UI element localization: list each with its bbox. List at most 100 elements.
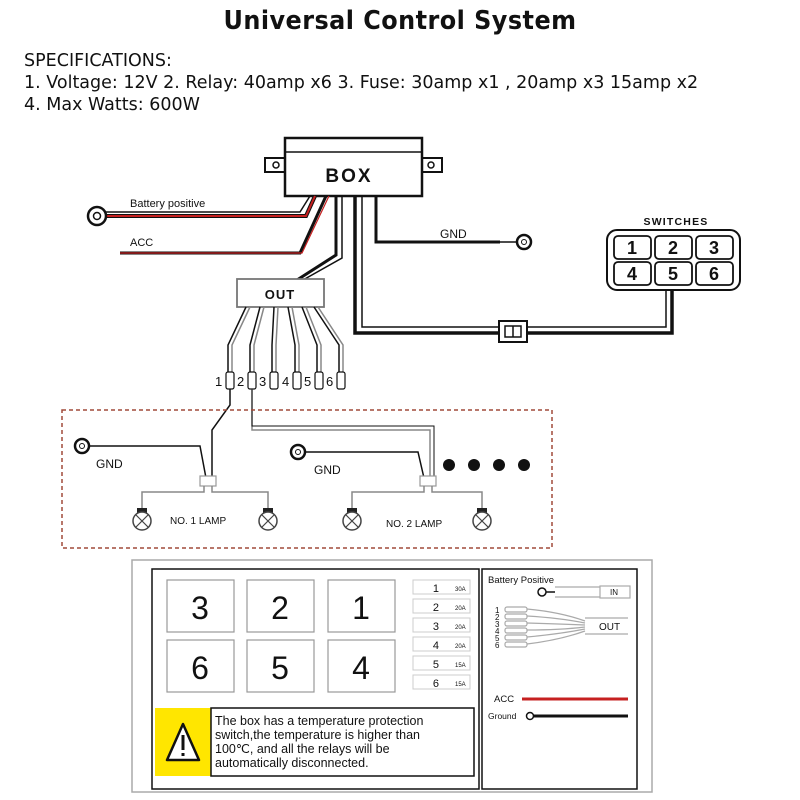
lamp-group-1: GND NO. 1 LAMP	[73, 437, 278, 531]
svg-text:6: 6	[191, 650, 209, 686]
switch-key-1: 1	[613, 235, 652, 260]
svg-text:1: 1	[215, 374, 222, 389]
warning-box: The box has a temperature protection swi…	[155, 707, 475, 777]
box-label: BOX	[325, 166, 372, 187]
control-box: BOX	[264, 136, 443, 198]
svg-text:1: 1	[433, 583, 439, 595]
svg-text:5: 5	[495, 634, 500, 643]
svg-text:20A: 20A	[455, 606, 466, 612]
output-terminals	[225, 371, 346, 390]
svg-text:2: 2	[433, 602, 439, 614]
box-gnd-wire: GND	[374, 196, 533, 251]
panel-key: 5	[246, 639, 315, 693]
panel-key: 2	[246, 579, 315, 633]
panel-battery-positive: Battery Positive	[488, 575, 554, 586]
svg-text:3: 3	[709, 238, 719, 258]
panel-keys: 3 2 1 6 5 4	[166, 579, 396, 693]
out-connector: OUT	[236, 278, 325, 308]
svg-text:2: 2	[237, 374, 244, 389]
svg-text:1: 1	[352, 590, 370, 626]
svg-text:2: 2	[668, 238, 678, 258]
svg-text:3: 3	[259, 374, 266, 389]
svg-text:15A: 15A	[455, 682, 466, 688]
svg-text:5: 5	[668, 264, 678, 284]
svg-text:5: 5	[433, 659, 439, 671]
gnd-label-lamp-2: GND	[314, 463, 341, 477]
harness-diagram: Battery Positive IN 1 2 3 4 5 6 OUT ACC	[488, 575, 631, 721]
more-dots	[443, 459, 530, 471]
fuse-row: 4 20A	[412, 636, 471, 652]
acc-label: ACC	[130, 237, 153, 249]
lamp-group-2: GND NO. 2 LAMP	[289, 443, 492, 531]
warning-line-2: switch,the temperature is higher than	[215, 728, 420, 742]
lamp-icon	[472, 508, 492, 531]
svg-text:2: 2	[271, 590, 289, 626]
panel-key: 6	[166, 639, 235, 693]
output-numbers: 1 2 3 4 5 6	[215, 374, 333, 389]
lamp-icon	[258, 508, 278, 531]
switch-key-3: 3	[695, 235, 734, 260]
harness-numbers: 1 2 3 4 5 6	[495, 606, 500, 650]
panel-key: 3	[166, 579, 235, 633]
warning-line-3: 100℃, and all the relays will be	[215, 742, 390, 756]
spec-line-2: 4. Max Watts: 600W	[24, 95, 200, 115]
fuse-row: 1 30A	[412, 579, 471, 595]
svg-text:20A: 20A	[455, 625, 466, 631]
switch-key-4: 4	[613, 261, 652, 286]
gnd-label-lamp-1: GND	[96, 457, 123, 471]
svg-text:3: 3	[433, 621, 439, 633]
svg-text:1: 1	[627, 238, 637, 258]
warning-line-1: The box has a temperature protection	[215, 714, 424, 728]
svg-text:2: 2	[495, 613, 500, 622]
switch-key-6: 6	[695, 261, 734, 286]
battery-acc-wires: Battery positive ACC	[86, 195, 330, 255]
svg-text:4: 4	[495, 627, 500, 636]
svg-text:30A: 30A	[455, 587, 466, 593]
switch-cable	[353, 196, 674, 343]
panel-acc-label: ACC	[494, 694, 514, 705]
svg-text:4: 4	[282, 374, 289, 389]
fuse-list: 1 30A 2 20A 3 20A 4 20A 5 15A 6 15A	[412, 579, 471, 690]
panel-in-label: IN	[610, 588, 618, 597]
svg-text:1: 1	[495, 606, 500, 615]
warning-line-4: automatically disconnected.	[215, 756, 369, 770]
panel-key: 4	[327, 639, 396, 693]
switch-key-2: 2	[654, 235, 693, 260]
switch-key-5: 5	[654, 261, 693, 286]
svg-text:4: 4	[433, 640, 439, 652]
output-wires	[227, 306, 344, 372]
svg-text:6: 6	[495, 641, 500, 650]
fuse-row: 6 15A	[412, 674, 471, 690]
harness-frame	[481, 568, 638, 790]
panel-key: 1	[327, 579, 396, 633]
switch-pad: SWITCHES 1 2 3 4 5 6	[606, 216, 741, 291]
lamp-icon	[342, 508, 362, 531]
fuse-row: 2 20A	[412, 598, 471, 614]
panel-ground-label: Ground	[488, 711, 517, 721]
svg-text:15A: 15A	[455, 663, 466, 669]
lamp-icon	[132, 508, 152, 531]
svg-text:20A: 20A	[455, 644, 466, 650]
lamp-1-label: NO. 1 LAMP	[170, 516, 226, 527]
svg-text:4: 4	[627, 264, 637, 284]
switches-title: SWITCHES	[643, 216, 708, 228]
svg-text:4: 4	[352, 650, 370, 686]
svg-text:3: 3	[495, 620, 500, 629]
svg-text:5: 5	[304, 374, 311, 389]
svg-text:6: 6	[326, 374, 333, 389]
out-label: OUT	[265, 287, 295, 302]
page-title: Universal Control System	[223, 6, 577, 36]
lamp-area-border	[61, 409, 553, 549]
fuse-row: 3 20A	[412, 617, 471, 633]
harness-leads	[504, 606, 628, 648]
svg-text:6: 6	[433, 678, 439, 690]
svg-text:6: 6	[709, 264, 719, 284]
lamp-2-label: NO. 2 LAMP	[386, 519, 442, 530]
battery-positive-label: Battery positive	[130, 198, 205, 210]
panel-out-label: OUT	[599, 622, 620, 633]
svg-text:5: 5	[271, 650, 289, 686]
gnd-label-box: GND	[440, 227, 467, 241]
svg-text:3: 3	[191, 590, 209, 626]
fuse-row: 5 15A	[412, 655, 471, 671]
